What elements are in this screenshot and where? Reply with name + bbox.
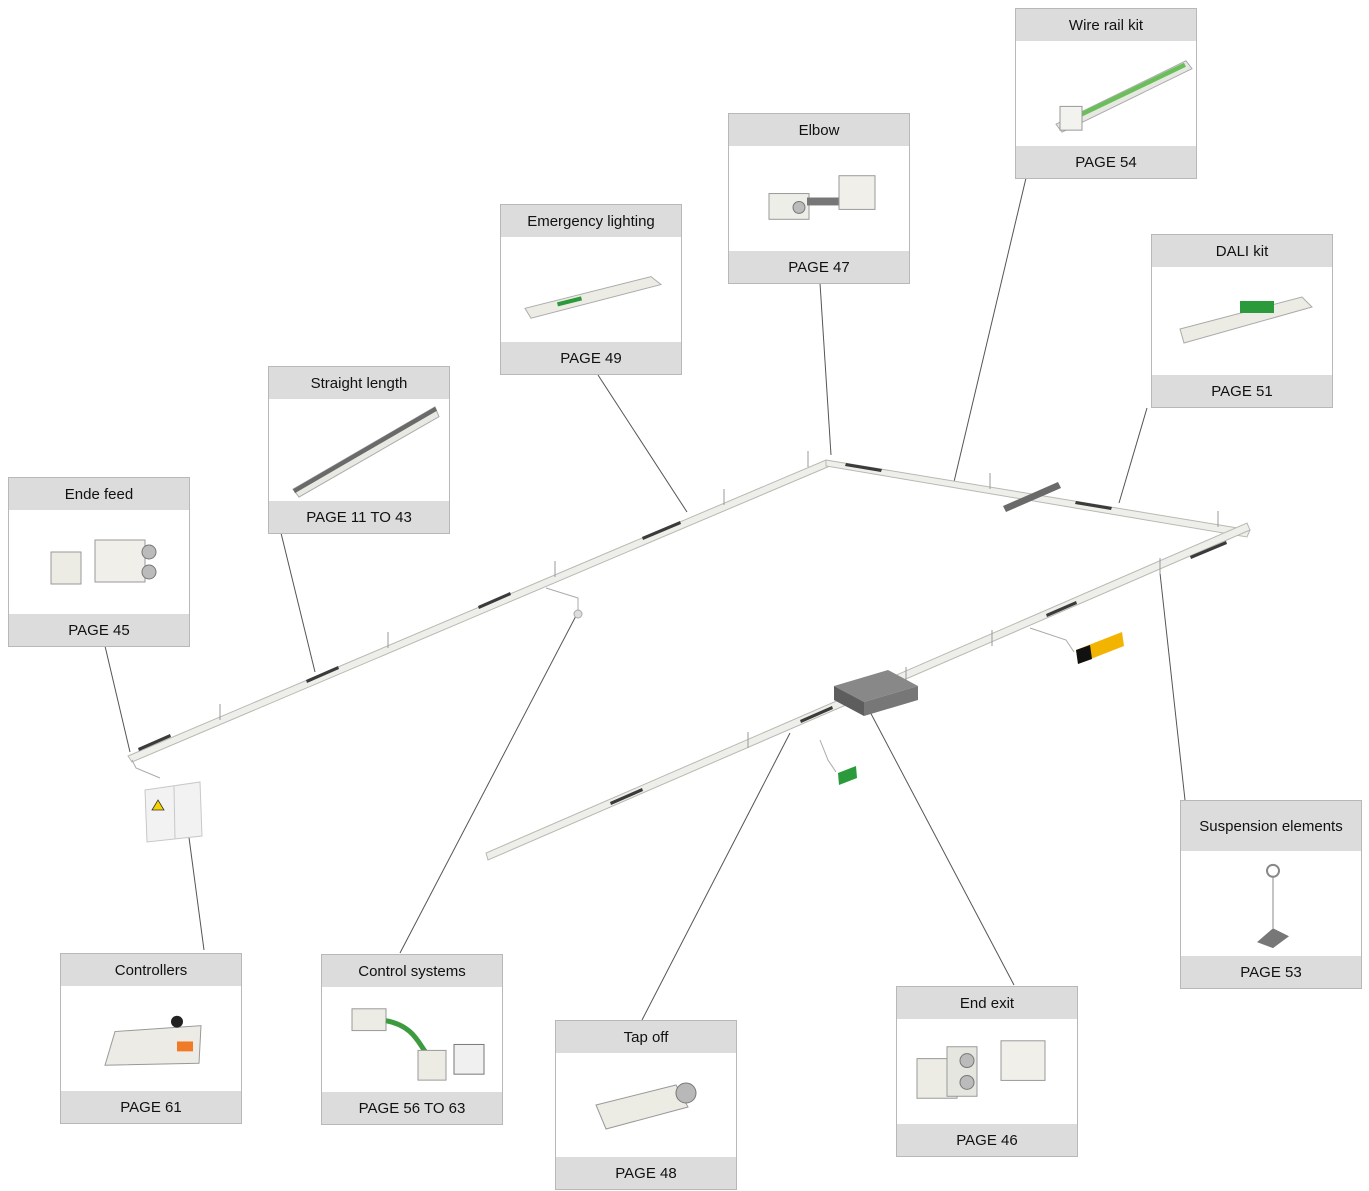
end-exit-box <box>834 670 918 716</box>
card-tap-off: Tap off PAGE 48 <box>555 1020 737 1190</box>
leader-line-emergency <box>597 374 688 513</box>
card-page: PAGE 54 <box>1016 146 1196 178</box>
card-page: PAGE 47 <box>729 251 909 283</box>
wire-rail-fitting <box>1003 482 1061 512</box>
card-dali-kit: DALI kit PAGE 51 <box>1151 234 1333 408</box>
card-emergency-lighting: Emergency lighting PAGE 49 <box>500 204 682 375</box>
wire-rail-kit-image <box>1016 41 1196 146</box>
feed-cable <box>131 759 161 779</box>
leader-line-control-systems <box>399 611 579 954</box>
leader-line-wire-rail <box>952 177 1027 487</box>
emergency-lighting-image <box>501 237 681 342</box>
card-controllers: Controllers PAGE 61 <box>60 953 242 1124</box>
leader-line-ende-feed <box>104 645 131 753</box>
leader-line-dali <box>1118 407 1148 504</box>
card-title: DALI kit <box>1152 235 1332 267</box>
card-page: PAGE 51 <box>1152 375 1332 407</box>
leader-lines <box>104 177 1186 1021</box>
ende-feed-image <box>9 510 189 614</box>
card-title: Suspension elements <box>1181 801 1361 851</box>
straight-length-image <box>269 399 449 501</box>
tap-off-image <box>556 1053 736 1157</box>
card-title: Wire rail kit <box>1016 9 1196 41</box>
card-page: PAGE 45 <box>9 614 189 646</box>
card-title: Elbow <box>729 114 909 146</box>
exit-sign-green <box>819 739 857 785</box>
card-elbow: Elbow PAGE 47 <box>728 113 910 284</box>
card-title: Controllers <box>61 954 241 986</box>
exit-sign-hanging <box>1029 627 1124 664</box>
end-exit-image <box>897 1019 1077 1124</box>
card-page: PAGE 61 <box>61 1091 241 1123</box>
card-title: Emergency lighting <box>501 205 681 237</box>
dali-kit-image <box>1152 267 1332 375</box>
card-page: PAGE 49 <box>501 342 681 374</box>
card-page: PAGE 53 <box>1181 956 1361 988</box>
card-page: PAGE 56 TO 63 <box>322 1092 502 1124</box>
elbow-image <box>729 146 909 251</box>
suspension-hangers <box>219 451 1219 748</box>
rail-left-long <box>127 459 831 763</box>
card-title: Ende feed <box>9 478 189 510</box>
luminaire-inserts <box>138 463 1227 805</box>
card-end-exit: End exit PAGE 46 <box>896 986 1078 1157</box>
card-straight-length: Straight length PAGE 11 TO 43 <box>268 366 450 534</box>
sensor-drop <box>545 587 583 619</box>
leader-line-end-exit <box>867 707 1015 986</box>
suspension-elements-image <box>1181 851 1361 956</box>
card-suspension-elements: Suspension elements PAGE 53 <box>1180 800 1362 989</box>
leader-line-suspension <box>1159 572 1186 801</box>
controllers-image <box>61 986 241 1091</box>
card-wire-rail-kit: Wire rail kit PAGE 54 <box>1015 8 1197 179</box>
controller-cabinet <box>144 781 203 843</box>
leader-line-tap-off <box>641 732 791 1021</box>
card-title: Straight length <box>269 367 449 399</box>
control-systems-image <box>322 987 502 1092</box>
card-title: Control systems <box>322 955 502 987</box>
card-ende-feed: Ende feed PAGE 45 <box>8 477 190 647</box>
card-page: PAGE 48 <box>556 1157 736 1189</box>
card-page: PAGE 46 <box>897 1124 1077 1156</box>
card-control-systems: Control systems PAGE 56 TO 63 <box>321 954 503 1125</box>
leader-line-straight <box>280 532 316 673</box>
leader-line-elbow <box>819 282 832 456</box>
rail-top <box>825 459 1251 538</box>
card-page: PAGE 11 TO 43 <box>269 501 449 533</box>
card-title: End exit <box>897 987 1077 1019</box>
card-title: Tap off <box>556 1021 736 1053</box>
